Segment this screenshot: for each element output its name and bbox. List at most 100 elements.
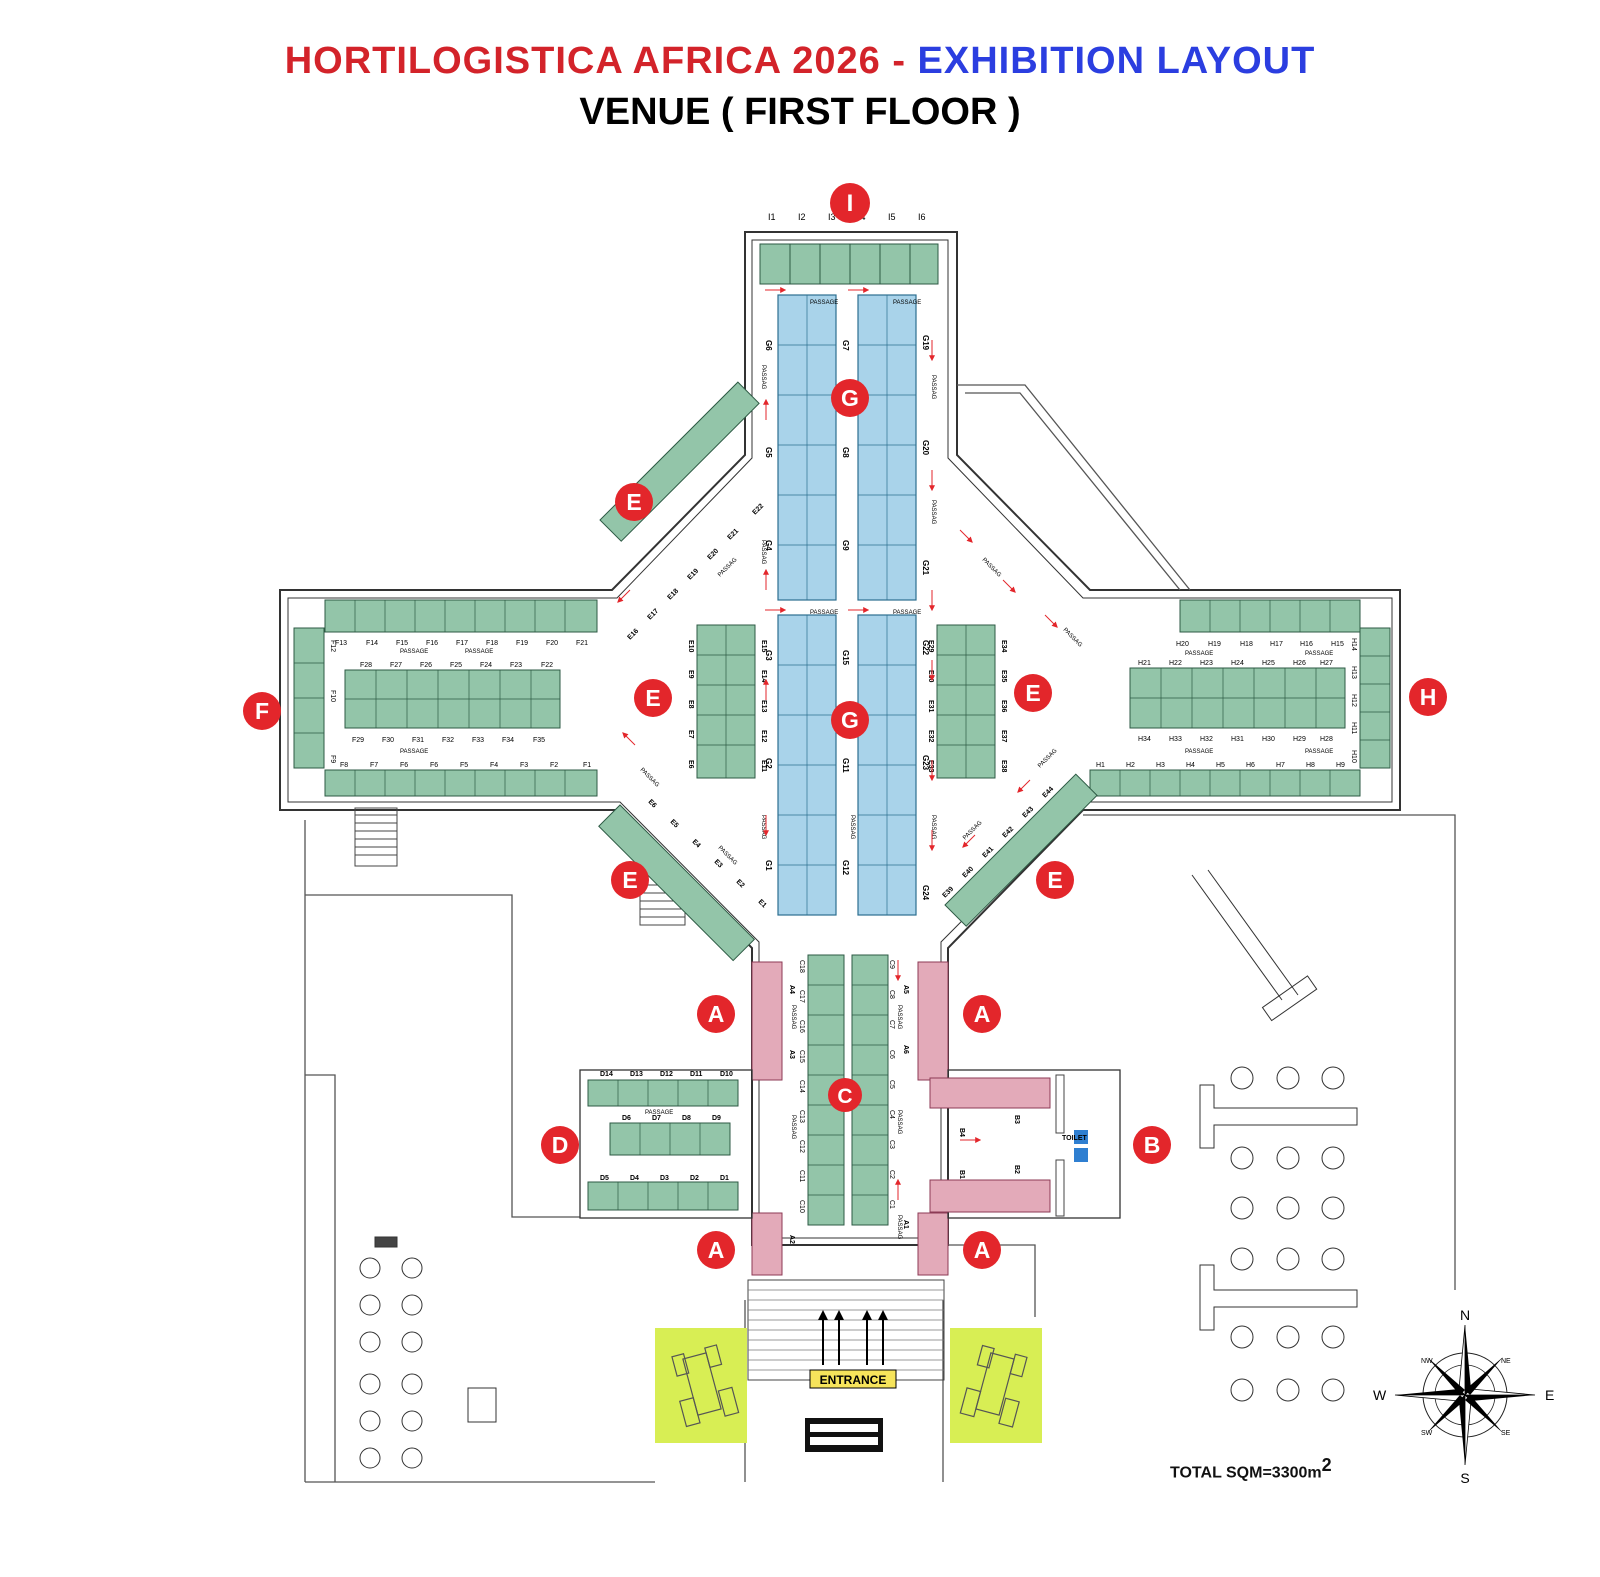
- svg-text:E9: E9: [687, 670, 694, 679]
- svg-text:E11: E11: [760, 760, 767, 772]
- svg-text:F6: F6: [400, 762, 408, 769]
- svg-text:D10: D10: [720, 1071, 733, 1078]
- svg-text:H17: H17: [1270, 641, 1283, 648]
- zone-marker-e-center-left: E: [634, 679, 672, 717]
- svg-text:E4: E4: [691, 838, 702, 849]
- svg-text:H6: H6: [1246, 762, 1255, 769]
- svg-text:H12: H12: [1350, 694, 1357, 707]
- svg-text:PASSAG: PASSAG: [930, 815, 936, 840]
- svg-text:E29: E29: [927, 640, 934, 653]
- svg-text:PASSAGE: PASSAGE: [1305, 651, 1333, 657]
- svg-text:H20: H20: [1176, 641, 1189, 648]
- booth-label-i1: I1: [768, 212, 776, 222]
- svg-text:PASSAG: PASSAG: [1062, 627, 1084, 649]
- svg-text:E5: E5: [669, 818, 680, 829]
- svg-text:PASSAG: PASSAG: [760, 540, 766, 565]
- svg-text:E20: E20: [706, 548, 720, 562]
- svg-text:D: D: [552, 1132, 569, 1158]
- svg-text:SW: SW: [1421, 1430, 1433, 1437]
- svg-text:PASSAGE: PASSAGE: [810, 610, 838, 616]
- svg-text:G9: G9: [841, 540, 850, 551]
- svg-text:F1: F1: [583, 762, 591, 769]
- svg-text:E33: E33: [927, 760, 934, 773]
- svg-text:H18: H18: [1240, 641, 1253, 648]
- zone-marker-i: I: [830, 183, 870, 223]
- svg-text:N: N: [1460, 1307, 1470, 1323]
- svg-text:H23: H23: [1200, 660, 1213, 667]
- booth-label-i3: I3: [828, 212, 836, 222]
- svg-text:G: G: [841, 707, 859, 733]
- svg-text:A1: A1: [902, 1220, 909, 1229]
- zone-marker-h: H: [1409, 678, 1447, 716]
- svg-text:E6: E6: [687, 760, 694, 769]
- svg-text:C12: C12: [798, 1140, 805, 1153]
- zone-b-area: TOILET B4 B1 B3 B2: [929, 1069, 1121, 1219]
- svg-text:D12: D12: [660, 1071, 673, 1078]
- svg-text:E32: E32: [927, 730, 934, 743]
- svg-text:E7: E7: [687, 730, 694, 739]
- svg-text:E15: E15: [760, 640, 767, 653]
- svg-text:C11: C11: [798, 1170, 805, 1182]
- svg-text:C: C: [837, 1085, 852, 1108]
- svg-text:PASSAG: PASSAG: [790, 1005, 796, 1030]
- total-area-sup: 2: [1321, 1455, 1332, 1475]
- svg-text:G22: G22: [921, 640, 930, 656]
- zone-c-labels: C18 C17 C16 C15 C14 C13 C12 C11 C10 C9 C…: [798, 960, 895, 1213]
- svg-text:F23: F23: [510, 662, 522, 669]
- svg-text:A2: A2: [788, 1235, 795, 1244]
- svg-text:PASSAGE: PASSAGE: [400, 649, 428, 655]
- svg-text:PASSAGE: PASSAGE: [893, 300, 921, 306]
- svg-text:A6: A6: [902, 1045, 909, 1054]
- zone-marker-c: C: [828, 1078, 862, 1112]
- svg-text:PASSAGE: PASSAGE: [1305, 749, 1333, 755]
- zone-marker-e-nw: E: [615, 483, 653, 521]
- svg-text:G: G: [841, 385, 859, 411]
- svg-text:C7: C7: [888, 1020, 895, 1029]
- svg-text:A: A: [974, 1237, 991, 1263]
- svg-text:C2: C2: [888, 1170, 895, 1179]
- svg-text:E37: E37: [1000, 730, 1007, 743]
- svg-text:H14: H14: [1350, 638, 1357, 651]
- title-event: HORTILOGISTICA AFRICA 2026: [284, 40, 881, 82]
- svg-text:H2: H2: [1126, 762, 1135, 769]
- svg-text:E38: E38: [1000, 760, 1007, 773]
- svg-text:B1: B1: [958, 1170, 965, 1179]
- svg-text:D3: D3: [660, 1175, 669, 1182]
- page-subtitle: VENUE ( FIRST FLOOR ): [579, 91, 1021, 133]
- svg-text:E35: E35: [1000, 670, 1007, 683]
- svg-text:PASSAGE: PASSAGE: [1185, 749, 1213, 755]
- svg-text:PASSAG: PASSAG: [717, 557, 739, 579]
- svg-text:PASSAG: PASSAG: [981, 557, 1003, 579]
- svg-text:C16: C16: [798, 1020, 805, 1033]
- svg-text:H28: H28: [1320, 736, 1333, 743]
- svg-text:F27: F27: [390, 662, 402, 669]
- svg-text:NE: NE: [1501, 1358, 1511, 1365]
- svg-text:H9: H9: [1336, 762, 1345, 769]
- svg-text:PASSAG: PASSAG: [896, 1215, 902, 1240]
- svg-text:A5: A5: [902, 985, 909, 994]
- tractor-icon: [671, 1344, 740, 1428]
- svg-text:C5: C5: [888, 1080, 895, 1089]
- svg-text:I: I: [847, 190, 854, 217]
- svg-text:C15: C15: [798, 1050, 805, 1063]
- svg-text:E16: E16: [626, 628, 640, 642]
- svg-text:H4: H4: [1186, 762, 1195, 769]
- svg-text:F2: F2: [550, 762, 558, 769]
- svg-text:D5: D5: [600, 1175, 609, 1182]
- svg-text:H8: H8: [1306, 762, 1315, 769]
- booth-label-i5: I5: [888, 212, 896, 222]
- svg-text:B: B: [1144, 1132, 1161, 1158]
- svg-text:C6: C6: [888, 1050, 895, 1059]
- svg-text:H34: H34: [1138, 736, 1151, 743]
- zone-d-area: D14 D13 D12 D11 D10 D6 D7 D8 D9 D5 D4 D3…: [579, 1069, 753, 1219]
- svg-text:E: E: [622, 867, 637, 893]
- svg-text:PASSAG: PASSAG: [760, 365, 766, 390]
- svg-text:E19: E19: [686, 568, 700, 582]
- zone-marker-a-nw: A: [697, 995, 735, 1033]
- svg-text:H33: H33: [1169, 736, 1182, 743]
- svg-text:PASSAG: PASSAG: [962, 820, 984, 842]
- svg-text:G4: G4: [764, 540, 773, 551]
- svg-text:PASSAGE: PASSAGE: [810, 300, 838, 306]
- svg-text:H32: H32: [1200, 736, 1213, 743]
- svg-text:E18: E18: [666, 588, 680, 602]
